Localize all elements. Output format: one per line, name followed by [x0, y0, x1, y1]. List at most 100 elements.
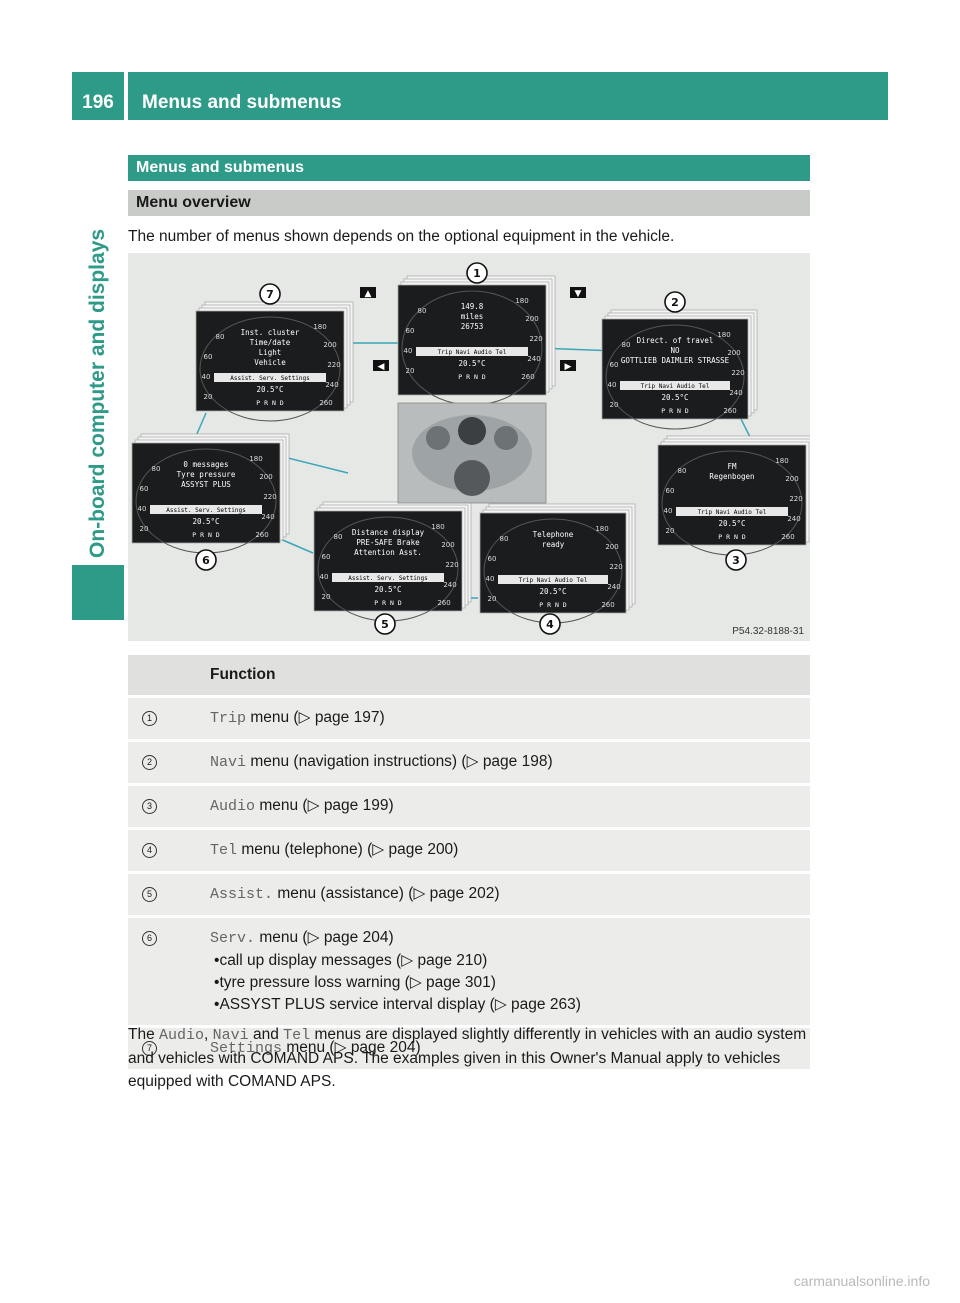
- gauge-tick: 180: [249, 455, 262, 463]
- gauge-tick: 200: [727, 349, 740, 357]
- callout-2: 2: [664, 291, 686, 313]
- screen-line: Direct. of travel: [637, 336, 714, 345]
- screen-frame: [195, 310, 345, 412]
- gauge-tick: 240: [261, 513, 274, 521]
- page-ref[interactable]: page 210): [417, 952, 488, 969]
- svg-text:3: 3: [732, 554, 740, 567]
- pointer-icon: ▷: [494, 996, 507, 1013]
- gauge-tick: 40: [404, 347, 413, 355]
- menu-text: menu (: [286, 1039, 335, 1056]
- gauge-tick: 180: [313, 323, 326, 331]
- pointer-icon: ▷: [401, 952, 414, 969]
- callout-number: 1: [142, 711, 157, 726]
- tab-bar: [620, 381, 730, 390]
- svg-text:▶: ▶: [565, 362, 572, 372]
- gauge-tick: 260: [723, 407, 736, 415]
- gauge-tick: 40: [202, 373, 211, 381]
- gauge-tick: 220: [731, 369, 744, 377]
- screen-frame: [131, 442, 281, 544]
- page-ref[interactable]: page 202): [429, 885, 500, 902]
- screen-frame: [657, 444, 807, 546]
- temperature: 20.5°C: [458, 359, 485, 368]
- page-ref[interactable]: page 263): [511, 996, 581, 1013]
- gauge-tick: 20: [666, 527, 675, 535]
- arrow-button-icon: ▶: [560, 360, 576, 372]
- gear-indicator: P R N D: [661, 407, 688, 415]
- table-cell-function: Serv. menu (▷ page 204)•call up display …: [200, 918, 810, 1025]
- menu-code: Audio: [210, 798, 256, 815]
- table-cell-function: Navi menu (navigation instructions) (▷ p…: [200, 742, 810, 783]
- pointer-icon: ▷: [413, 885, 426, 902]
- gauge-tick: 80: [418, 307, 427, 315]
- table-cell-function: Assist. menu (assistance) (▷ page 202): [200, 874, 810, 915]
- svg-text:6: 6: [202, 554, 210, 567]
- tab-labels: Trip Navi Audio Tel: [641, 383, 710, 390]
- menu-text: menu (: [259, 929, 308, 946]
- svg-text:5: 5: [381, 618, 389, 631]
- gauge-tick: 260: [255, 531, 268, 539]
- gauge-tick: 200: [323, 341, 336, 349]
- gauge-tick: 60: [140, 485, 149, 493]
- page-ref[interactable]: page 204): [323, 929, 394, 946]
- menu-code: Tel: [210, 842, 238, 859]
- page-number: 196: [72, 72, 124, 120]
- page-ref[interactable]: page 301): [426, 974, 496, 991]
- menu-text: menu (navigation instructions) (: [250, 753, 467, 770]
- gauge-tick: 180: [775, 457, 788, 465]
- callout-1: 1: [466, 262, 488, 284]
- screen-line: ready: [542, 540, 565, 549]
- subsection-title: Menu overview: [128, 190, 810, 216]
- gauge-tick: 260: [521, 373, 534, 381]
- page-ref[interactable]: page 199): [323, 797, 394, 814]
- gauge-tick: 60: [488, 555, 497, 563]
- side-tab-title: On-board computer and displays: [86, 228, 109, 558]
- screen-frame: [313, 510, 463, 612]
- svg-text:7: 7: [266, 288, 274, 301]
- pointer-icon: ▷: [372, 841, 385, 858]
- temperature: 20.5°C: [661, 393, 688, 402]
- outro-sep2: and: [248, 1026, 284, 1043]
- screen-line: Distance display: [352, 528, 425, 537]
- callout-7: 7: [259, 283, 281, 305]
- temperature: 20.5°C: [539, 587, 566, 596]
- gear-indicator: P R N D: [374, 599, 401, 607]
- page-ref[interactable]: page 200): [388, 841, 459, 858]
- tab-labels: Assist. Serv. Settings: [230, 375, 310, 382]
- tab-labels: Assist. Serv. Settings: [348, 575, 428, 582]
- callout-number: 2: [142, 755, 157, 770]
- page-ref[interactable]: page 204): [350, 1039, 421, 1056]
- outro-paragraph: The Audio, Navi and Tel menus are displa…: [128, 1023, 818, 1093]
- screen-frame: [397, 284, 547, 396]
- screen-line: Vehicle: [254, 358, 286, 367]
- arrow-button-icon: ▼: [570, 287, 586, 299]
- gauge-tick: 20: [406, 367, 415, 375]
- bullet-icon: •: [214, 952, 220, 969]
- gauge-tick: 260: [601, 601, 614, 609]
- screen-line: 26753: [461, 322, 484, 331]
- gauge-tick: 60: [406, 327, 415, 335]
- menu-code: Assist.: [210, 886, 274, 903]
- page-ref[interactable]: page 197): [314, 709, 385, 726]
- gauge-tick: 80: [622, 341, 631, 349]
- table-row: 2 Navi menu (navigation instructions) (▷ …: [128, 742, 810, 786]
- connector-line: [277, 537, 314, 554]
- gauge-tick: 220: [529, 335, 542, 343]
- page-ref[interactable]: page 198): [482, 753, 553, 770]
- gauge-tick: 260: [781, 533, 794, 541]
- temperature: 20.5°C: [256, 385, 283, 394]
- table-cell-function: Trip menu (▷ page 197): [200, 698, 810, 739]
- gear-indicator: P R N D: [458, 373, 485, 381]
- pointer-icon: ▷: [298, 709, 311, 726]
- svg-text:4: 4: [546, 618, 554, 631]
- callout-number: 7: [142, 1041, 157, 1056]
- callout-4: 4: [539, 613, 561, 635]
- gauge-tick: 180: [595, 525, 608, 533]
- gauge-tick: 20: [322, 593, 331, 601]
- gauge-tick: 200: [605, 543, 618, 551]
- screen-frame: [479, 512, 627, 614]
